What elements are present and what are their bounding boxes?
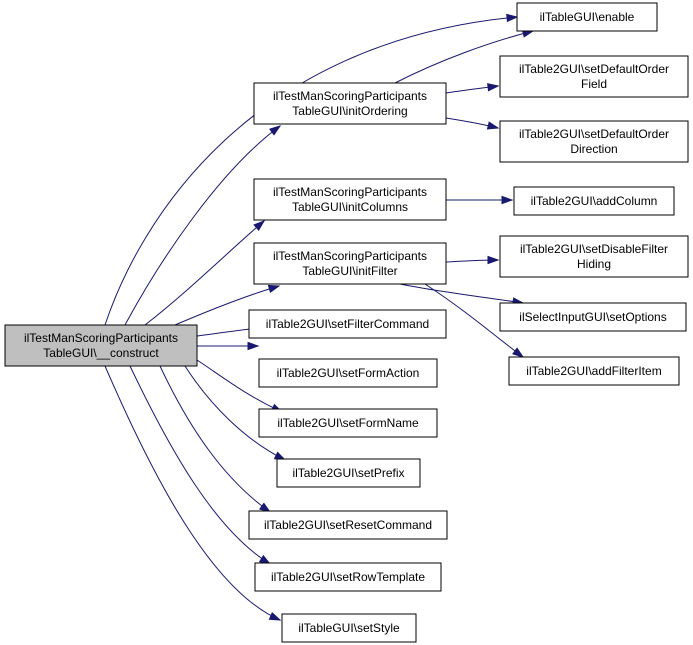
node-box [499, 120, 689, 163]
node-initColumns[interactable]: ilTestManScoringParticipantsTableGUI\ini… [253, 178, 447, 221]
arrow-head-icon [501, 195, 514, 205]
node-label: ilTable2GUI\setFilterCommand [266, 317, 429, 331]
node-label: ilTableGUI\enable [540, 10, 635, 24]
node-label: ilTestManScoringParticipants [273, 249, 427, 263]
node-label: TableGUI\__construct [43, 346, 159, 360]
node-setFormAction[interactable]: ilTable2GUI\setFormAction [258, 358, 438, 388]
node-box [499, 235, 689, 278]
nodes-layer: ilTestManScoringParticipantsTableGUI\__c… [4, 2, 689, 643]
arrow-head-icon [487, 83, 500, 92]
node-setRowTemplate[interactable]: ilTable2GUI\setRowTemplate [254, 562, 442, 592]
node-box [258, 358, 438, 388]
edge-construct-to-setResetCommand [159, 365, 272, 513]
edge-line [144, 220, 265, 326]
node-label: TableGUI\initColumns [292, 200, 408, 214]
node-box [513, 186, 675, 216]
node-label: Field [581, 77, 607, 91]
edge-line [124, 125, 281, 326]
edge-initOrdering-to-setDefaultOrderField [445, 83, 500, 94]
edge-construct-to-setStyle [104, 365, 282, 621]
arrow-head-icon [506, 13, 519, 23]
node-box [516, 2, 658, 32]
node-label: ilTestManScoringParticipants [24, 331, 178, 345]
edge-construct-to-initColumns [144, 220, 266, 326]
arrow-head-icon [269, 125, 282, 136]
node-label: ilTable2GUI\setResetCommand [264, 518, 432, 532]
edge-initOrdering-to-setDefaultOrderDirection [445, 117, 500, 130]
node-box [248, 309, 447, 339]
edge-line [104, 365, 281, 621]
node-label: ilSelectInputGUI\setOptions [519, 310, 666, 324]
node-label: ilTable2GUI\setRowTemplate [271, 570, 425, 584]
node-label: ilTestManScoringParticipants [273, 185, 427, 199]
edge-line [184, 365, 286, 461]
node-addFilterItem[interactable]: ilTable2GUI\addFilterItem [508, 356, 680, 386]
node-box [499, 302, 687, 332]
node-label: Hiding [577, 257, 611, 271]
node-setResetCommand[interactable]: ilTable2GUI\setResetCommand [248, 510, 448, 540]
arrow-head-icon [268, 611, 282, 621]
node-label: ilTable2GUI\setDefaultOrder [519, 62, 669, 76]
node-label: ilTable2GUI\setDisableFilter [520, 242, 668, 256]
arrow-head-icon [253, 220, 266, 232]
edge-initFilter-to-setDisableFilterHiding [445, 255, 500, 265]
node-construct[interactable]: ilTestManScoringParticipantsTableGUI\__c… [4, 324, 198, 367]
node-setStyle[interactable]: ilTableGUI\setStyle [281, 613, 417, 643]
node-label: ilTable2GUI\setPrefix [292, 466, 404, 480]
node-label: ilTestManScoringParticipants [273, 89, 427, 103]
arrow-head-icon [486, 121, 500, 130]
node-enable[interactable]: ilTableGUI\enable [516, 2, 658, 32]
node-initFilter[interactable]: ilTestManScoringParticipantsTableGUI\ini… [253, 242, 447, 285]
node-box [253, 82, 447, 125]
edge-line [159, 365, 271, 513]
node-label: TableGUI\initFilter [302, 264, 397, 278]
node-label: ilTable2GUI\setFormName [277, 416, 419, 430]
node-label: ilTableGUI\setStyle [298, 621, 400, 635]
edge-initFilter-to-setOptions [399, 283, 525, 306]
node-box [276, 458, 421, 488]
node-box [253, 242, 447, 285]
node-box [499, 55, 689, 98]
node-label: ilTable2GUI\addFilterItem [526, 364, 661, 378]
node-label: TableGUI\initOrdering [292, 104, 407, 118]
node-label: ilTable2GUI\setDefaultOrder [519, 127, 669, 141]
edge-initColumns-to-addColumn [446, 195, 514, 205]
edge-line [129, 365, 271, 565]
node-box [4, 324, 198, 367]
arrow-head-icon [247, 341, 260, 351]
edge-construct-to-initFilter [174, 284, 281, 326]
edge-line [196, 359, 283, 413]
node-box [508, 356, 680, 386]
node-setPrefix[interactable]: ilTable2GUI\setPrefix [276, 458, 421, 488]
edge-line [174, 285, 280, 326]
edge-line [104, 16, 518, 326]
arrow-head-icon [267, 284, 281, 293]
edge-initFilter-to-addFilterItem [424, 283, 525, 358]
node-box [258, 408, 438, 438]
node-label: ilTable2GUI\addColumn [531, 194, 658, 208]
arrow-head-icon [512, 347, 525, 358]
edge-line [394, 30, 534, 84]
node-box [253, 178, 447, 221]
node-setOptions[interactable]: ilSelectInputGUI\setOptions [499, 302, 687, 332]
edge-construct-to-initOrdering [124, 125, 282, 326]
arrow-head-icon [487, 255, 500, 265]
node-setFormName[interactable]: ilTable2GUI\setFormName [258, 408, 438, 438]
node-label: Direction [570, 142, 617, 156]
edge-construct-to-enable [104, 13, 519, 326]
node-label: ilTable2GUI\setFormAction [277, 366, 420, 380]
node-box [281, 613, 417, 643]
node-addColumn[interactable]: ilTable2GUI\addColumn [513, 186, 675, 216]
edge-line [399, 283, 524, 304]
node-initOrdering[interactable]: ilTestManScoringParticipantsTableGUI\ini… [253, 82, 447, 125]
edge-construct-to-setFormAction [197, 341, 260, 351]
node-setFilterCommand[interactable]: ilTable2GUI\setFilterCommand [248, 309, 447, 339]
node-box [254, 562, 442, 592]
node-box [248, 510, 448, 540]
